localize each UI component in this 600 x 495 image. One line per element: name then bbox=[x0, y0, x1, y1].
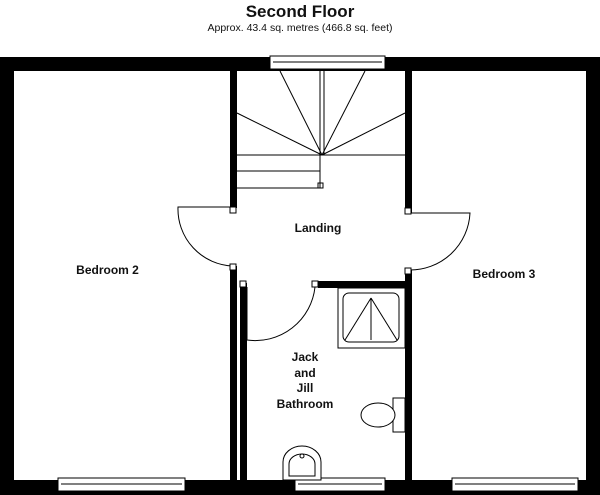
sink bbox=[282, 445, 322, 481]
shower bbox=[337, 287, 406, 349]
bathroom-label-line: Bathroom bbox=[276, 396, 334, 411]
room-label-bedroom-2: Bedroom 2 bbox=[76, 263, 139, 277]
bathroom-label-line: Jack bbox=[291, 350, 319, 364]
windows bbox=[57, 55, 579, 492]
bathroom-label-line: Jill bbox=[296, 381, 314, 395]
floor-title: Second Floor bbox=[245, 2, 355, 21]
room-label-bathroom: Jack and Jill Bathroom bbox=[255, 350, 355, 412]
room-label-landing: Landing bbox=[294, 221, 342, 235]
toilet bbox=[360, 397, 406, 433]
staircase bbox=[236, 70, 406, 189]
room-label-bedroom-3: Bedroom 3 bbox=[472, 267, 536, 281]
floor-area: Approx. 43.4 sq. metres (466.8 sq. feet) bbox=[207, 22, 393, 34]
bathroom-label-line: and bbox=[294, 365, 316, 380]
doors bbox=[177, 206, 471, 342]
